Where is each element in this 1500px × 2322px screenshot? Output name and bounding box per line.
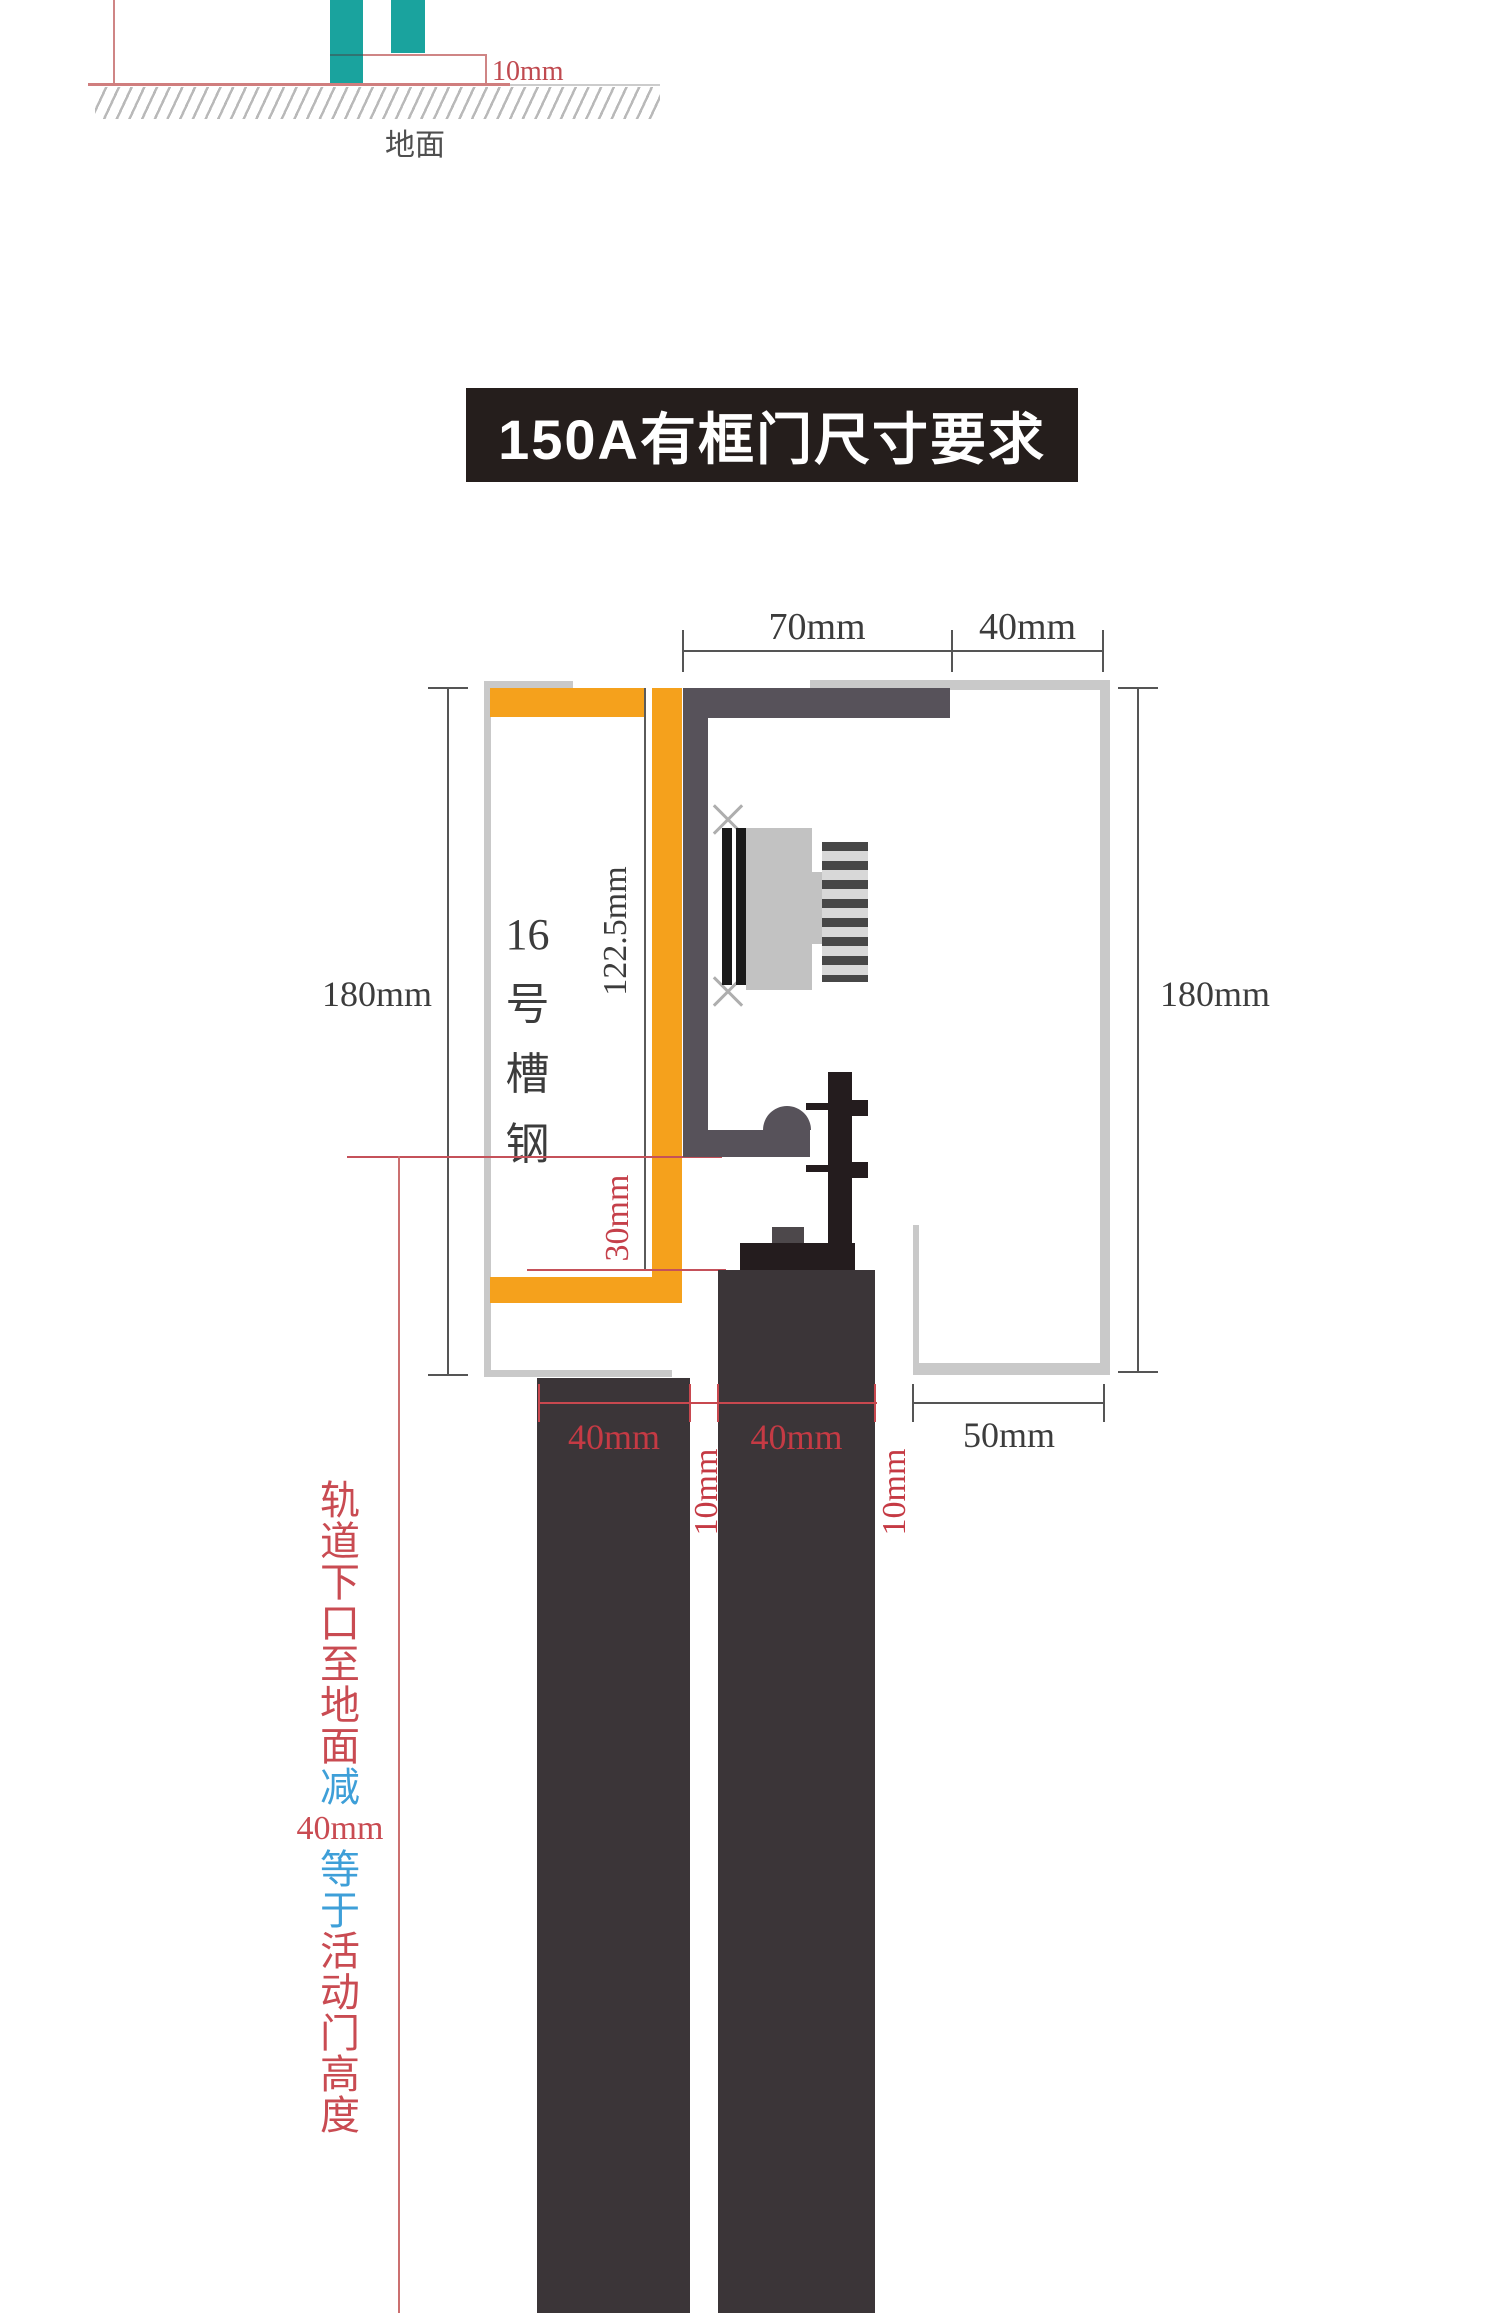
note-char: 下 [320, 1560, 360, 1605]
note-char: 度 [320, 2093, 360, 2138]
channel-spine [652, 688, 682, 1303]
door-bar-right [391, 0, 425, 53]
door-clamp-bump [772, 1227, 804, 1243]
dim-30mm-label: 30mm [599, 1174, 636, 1262]
right-pocket-bottom [915, 1363, 1110, 1375]
track-top-bar [683, 688, 950, 718]
dim-50mm-line [913, 1402, 1105, 1404]
track-guide-roller [763, 1106, 811, 1130]
left-pocket-bottom [484, 1370, 672, 1377]
dim-bottom-tick-1 [538, 1384, 540, 1422]
door-panel-right [718, 1270, 875, 2313]
dim-40mm-top-label: 40mm [978, 606, 1077, 648]
note-char: 等 [320, 1847, 360, 1892]
note-char: 高 [320, 2052, 360, 2097]
dim-right-tick-bottom [1118, 1371, 1158, 1373]
right-pocket-wall [1100, 680, 1110, 1375]
hanger-pin-top [806, 1103, 828, 1110]
door-top-ref-line [527, 1269, 726, 1271]
dim-pocket-label: 50mm [962, 1415, 1055, 1455]
dim-50mm-tick-left [912, 1384, 914, 1422]
hanger-nut-top [852, 1100, 868, 1116]
dim-top-tick-right [1102, 630, 1104, 672]
dim-122-label: 122.5mm [597, 866, 634, 996]
track-bottom-ref-line [347, 1156, 722, 1158]
note-char: 口 [320, 1601, 360, 1646]
channel-bottom-arm [490, 1277, 682, 1303]
damper-body-boss [812, 872, 822, 944]
dim-top-tick-mid [951, 630, 953, 672]
dim-70mm-label: 70mm [768, 606, 866, 648]
page-title: 150A有框门尺寸要求 [498, 407, 1046, 471]
clearance-line-over-bar [330, 54, 363, 56]
dim-left-tick-bottom [428, 1374, 468, 1376]
ground-label: 地面 [385, 129, 445, 162]
channel-top-arm [490, 688, 646, 717]
dim-gap-left-label: 10mm [688, 1448, 725, 1536]
left-pocket-wall [484, 681, 491, 1377]
note-char: 轨 [320, 1478, 360, 1523]
track-left-wall [683, 688, 708, 1157]
damper-body [746, 828, 812, 990]
ground-line [88, 83, 510, 86]
dim-bottom-tick-4 [874, 1384, 876, 1422]
clearance-line [363, 54, 487, 56]
note-char: 门 [320, 2011, 360, 2056]
note-char: 动 [320, 1970, 360, 2015]
note-char: 活 [320, 1929, 360, 1974]
dim-left-tick-top [428, 687, 468, 689]
note-char: 地 [320, 1683, 360, 1728]
hanger-pin-bottom [806, 1165, 828, 1172]
dim-right-line [1137, 688, 1139, 1372]
dim-top-line [682, 650, 1103, 652]
note-char: 减 [320, 1765, 360, 1810]
ground-line-ext [510, 84, 660, 86]
dim-bottom-red-line [538, 1402, 877, 1404]
ground-clearance-diagram: 10mm 地面 [0, 0, 760, 220]
hanger-nut-bottom [852, 1162, 868, 1178]
note-char: 于 [320, 1888, 360, 1933]
dim-door-right-label: 40mm [750, 1417, 843, 1457]
left-pocket-top-cap [484, 681, 573, 688]
track-bottom-lip [683, 1130, 810, 1157]
door-bar-left [330, 0, 363, 85]
right-pocket-inner-wall [913, 1225, 919, 1375]
dim-door-left-label: 40mm [567, 1417, 660, 1457]
note-char: 道 [320, 1519, 360, 1564]
dim-180mm-left-label: 180mm [321, 974, 432, 1014]
channel-char: 16 [505, 910, 550, 959]
note-char: 至 [320, 1642, 360, 1687]
title-banner: 150A有框门尺寸要求 [466, 388, 1078, 482]
dim-bottom-tick-2 [689, 1384, 691, 1422]
height-ref-line [398, 1156, 400, 2313]
channel-char: 号 [505, 980, 550, 1029]
dim-right-tick-top [1118, 687, 1158, 689]
door-clamp-cap [740, 1243, 855, 1270]
dim-180mm-right-label: 180mm [1160, 974, 1271, 1014]
channel-label: 16 号 槽 钢 [500, 900, 555, 1180]
damper-rail-1 [722, 828, 732, 985]
door-panel-left [537, 1378, 690, 2313]
right-pocket-top [810, 680, 1110, 690]
note-char: 40mm [296, 1810, 384, 1847]
channel-char: 钢 [505, 1120, 550, 1169]
hanger-bolt [828, 1072, 852, 1270]
clearance-label: 10mm [492, 56, 564, 87]
dim-left-line [447, 688, 449, 1376]
dim-gap-right-label: 10mm [876, 1448, 913, 1536]
damper-rail-2 [736, 828, 746, 985]
clearance-tick [485, 54, 487, 85]
ground-hatch [95, 87, 660, 119]
dim-50mm-tick-right [1103, 1384, 1105, 1422]
note-char: 面 [320, 1724, 360, 1769]
dim-top-tick-left [682, 630, 684, 672]
left-dim-line [113, 0, 115, 85]
dim-bottom-tick-3 [717, 1384, 719, 1422]
dim-inner-ext-line [644, 688, 646, 1270]
damper-spring [822, 842, 868, 982]
channel-char: 槽 [505, 1050, 550, 1099]
